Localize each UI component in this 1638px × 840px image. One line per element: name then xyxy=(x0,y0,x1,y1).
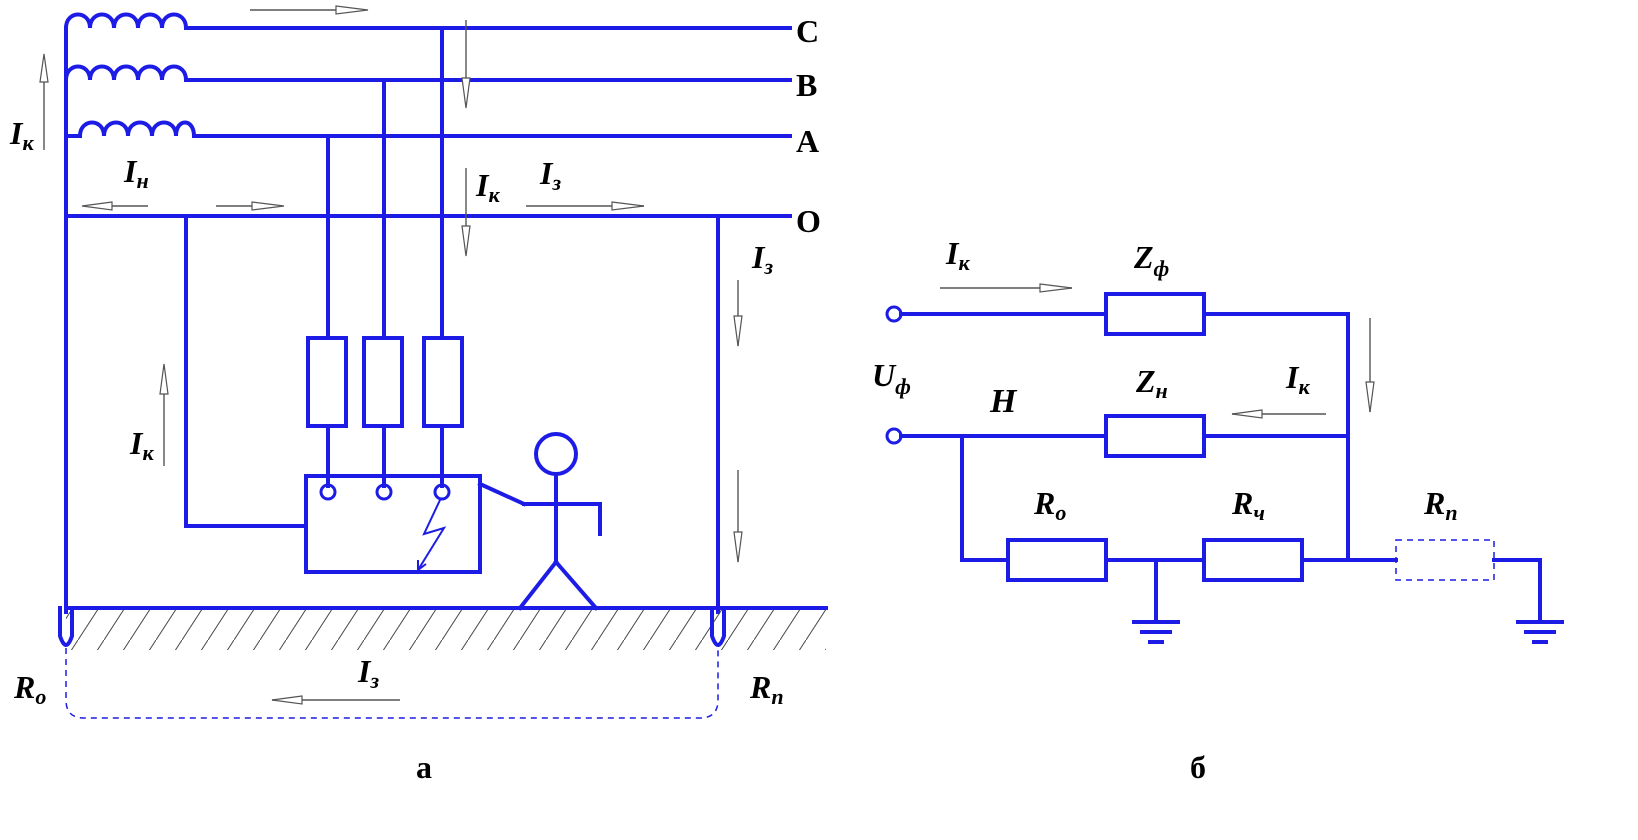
ground-symbol-left xyxy=(1132,620,1180,644)
label-ro-b: Rо xyxy=(1033,485,1066,525)
label-ik-left: Iк xyxy=(129,425,154,465)
label-zn-b: Zн xyxy=(1135,363,1168,403)
ground-surface xyxy=(64,606,828,650)
label-h-b: H xyxy=(989,383,1018,420)
load-resistor-a xyxy=(306,336,348,428)
label-rp-right: Rп xyxy=(749,669,784,709)
ground-electrode-left xyxy=(58,606,74,647)
label-ik-b2: Iк xyxy=(1285,359,1310,399)
ground-electrode-right xyxy=(710,606,726,647)
label-zf-b: Zф xyxy=(1133,239,1169,281)
label-ro-left: Rо xyxy=(13,669,46,709)
label-neutral-o: O xyxy=(796,203,821,239)
resistor-rch xyxy=(1202,538,1304,582)
resistor-zn xyxy=(1104,414,1206,458)
label-ik-b: Iк xyxy=(945,235,970,275)
load-resistor-c xyxy=(422,336,464,428)
scheme-b: Iк Zф Uф H Zн Iк Rо Rч Rп б xyxy=(872,235,1564,785)
label-ik-source: Iк xyxy=(9,115,34,155)
terminal-phase xyxy=(885,305,903,323)
label-phase-a: A xyxy=(796,123,819,159)
fault-lightning-icon xyxy=(417,499,447,571)
ground-symbol-right xyxy=(1516,620,1564,644)
load-resistor-b xyxy=(362,336,404,428)
person-icon xyxy=(477,432,602,611)
caption-a: а xyxy=(416,749,432,785)
resistor-ro xyxy=(1006,538,1108,582)
label-rch-b: Rч xyxy=(1231,485,1265,525)
resistor-zf xyxy=(1104,292,1206,336)
equipment-casing xyxy=(304,474,482,574)
scheme-a: C B A O xyxy=(9,5,828,785)
current-arrows-a xyxy=(39,5,743,705)
label-rp-b: Rп xyxy=(1423,485,1458,525)
terminal-neutral xyxy=(885,427,903,445)
caption-b: б xyxy=(1190,749,1206,785)
label-phase-b: B xyxy=(796,67,817,103)
label-uf-b: Uф xyxy=(872,357,911,399)
label-ik-mid: Iк xyxy=(475,167,500,207)
label-iz-top: Iз xyxy=(539,155,561,195)
current-arrows-b xyxy=(940,283,1375,419)
label-iz-right: Iз xyxy=(751,239,773,279)
label-iz-ground: Iз xyxy=(357,653,379,693)
transformer-windings xyxy=(63,12,197,614)
ground-current-path xyxy=(65,648,719,719)
resistor-rp xyxy=(1395,539,1495,581)
label-phase-c: C xyxy=(796,13,819,49)
label-in-neutral: Iн xyxy=(123,153,149,193)
